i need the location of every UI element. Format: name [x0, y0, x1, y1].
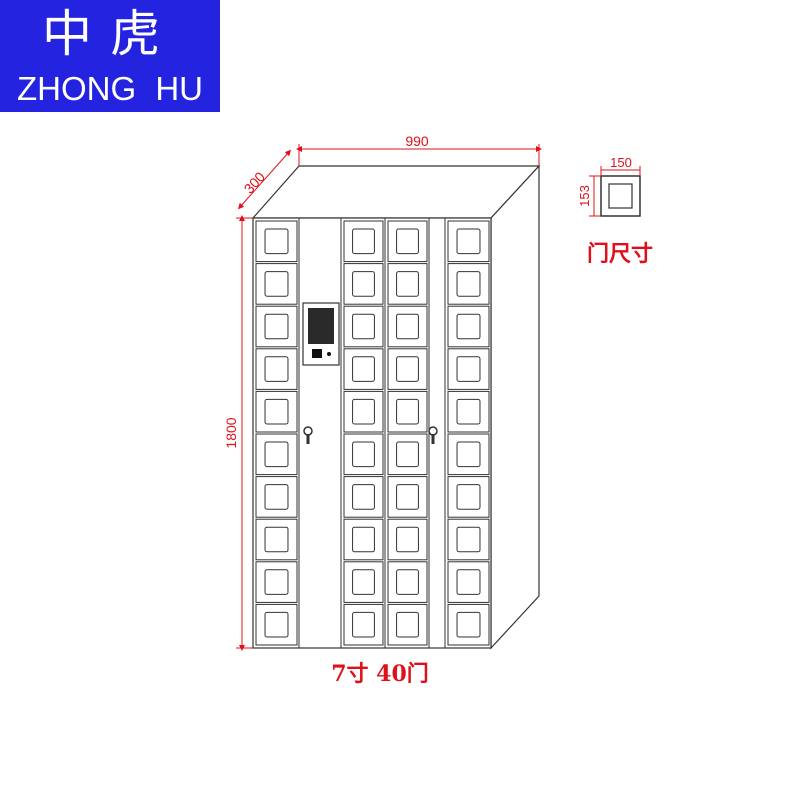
depth-dimension: [238, 149, 291, 210]
locker-door-window: [352, 313, 375, 340]
door-size-detail: [589, 166, 641, 217]
locker-door: [343, 433, 384, 476]
height-dimension: [236, 215, 253, 651]
locker-door-window: [396, 228, 419, 255]
locker-door-window: [264, 441, 289, 468]
locker-door-window: [396, 356, 419, 382]
locker-door-window: [396, 484, 419, 510]
locker-door-window: [264, 228, 289, 255]
locker-door-window: [352, 569, 375, 595]
cabinet-top-face: [251, 165, 541, 219]
locker-door-window: [456, 526, 481, 553]
locker-door-window: [396, 441, 419, 468]
column-dividers: [298, 218, 446, 648]
locker-door-window: [456, 313, 481, 340]
locker-door-window: [396, 569, 419, 595]
locker-door-window: [264, 313, 289, 340]
locker-door-window: [264, 526, 289, 553]
locker-door-window: [352, 271, 375, 297]
locker-door-window: [456, 271, 481, 297]
locker-door: [343, 561, 384, 603]
keyhole-icon: [303, 426, 313, 444]
locker-door-window: [264, 271, 289, 297]
locker-door-window: [396, 271, 419, 297]
locker-door-window: [352, 398, 375, 425]
locker-door-window: [456, 228, 481, 255]
locker-door-window: [352, 228, 375, 255]
locker-door-window: [396, 398, 419, 425]
depth-label: 300: [241, 168, 269, 196]
locker-door: [343, 348, 384, 390]
cabinet-side-face: [490, 164, 540, 650]
locker-door-window: [264, 484, 289, 510]
locker-door-window: [352, 356, 375, 382]
height-label: 1800: [223, 417, 239, 448]
locker-door-window: [264, 611, 289, 638]
locker-door-window: [352, 526, 375, 553]
locker-door-window: [264, 356, 289, 382]
locker-door-window: [396, 611, 419, 638]
width-dimension: [296, 144, 542, 166]
locker-door-window: [396, 313, 419, 340]
locker-door-window: [352, 441, 375, 468]
locker-door: [447, 220, 490, 263]
locker-door-window: [352, 484, 375, 510]
locker-door-window: [456, 484, 481, 510]
logo-chinese-text: 中虎: [42, 5, 178, 63]
keyhole-icon: [428, 426, 438, 444]
locker-door-window: [396, 526, 419, 553]
locker-doors: [255, 220, 490, 646]
locker-door: [387, 220, 428, 263]
door-width-label: 150: [610, 155, 632, 170]
brand-logo: 中虎 ZHONG HU: [0, 0, 220, 112]
door-size-caption: 门尺寸: [586, 241, 653, 267]
control-screen: [302, 302, 340, 366]
locker-door-window: [456, 398, 481, 425]
locker-door-window: [264, 398, 289, 425]
locker-door-window: [456, 611, 481, 638]
locker-door-window: [456, 569, 481, 595]
locker-door: [447, 603, 490, 646]
width-label: 990: [405, 133, 429, 149]
logo-english-text: ZHONG HU: [17, 70, 203, 107]
door-height-label: 153: [577, 185, 592, 207]
locker-door-window: [352, 611, 375, 638]
locker-door-window: [456, 441, 481, 468]
cabinet-caption: 7寸 40门: [331, 661, 429, 687]
locker-door-window: [264, 569, 289, 595]
locker-door-window: [456, 356, 481, 382]
